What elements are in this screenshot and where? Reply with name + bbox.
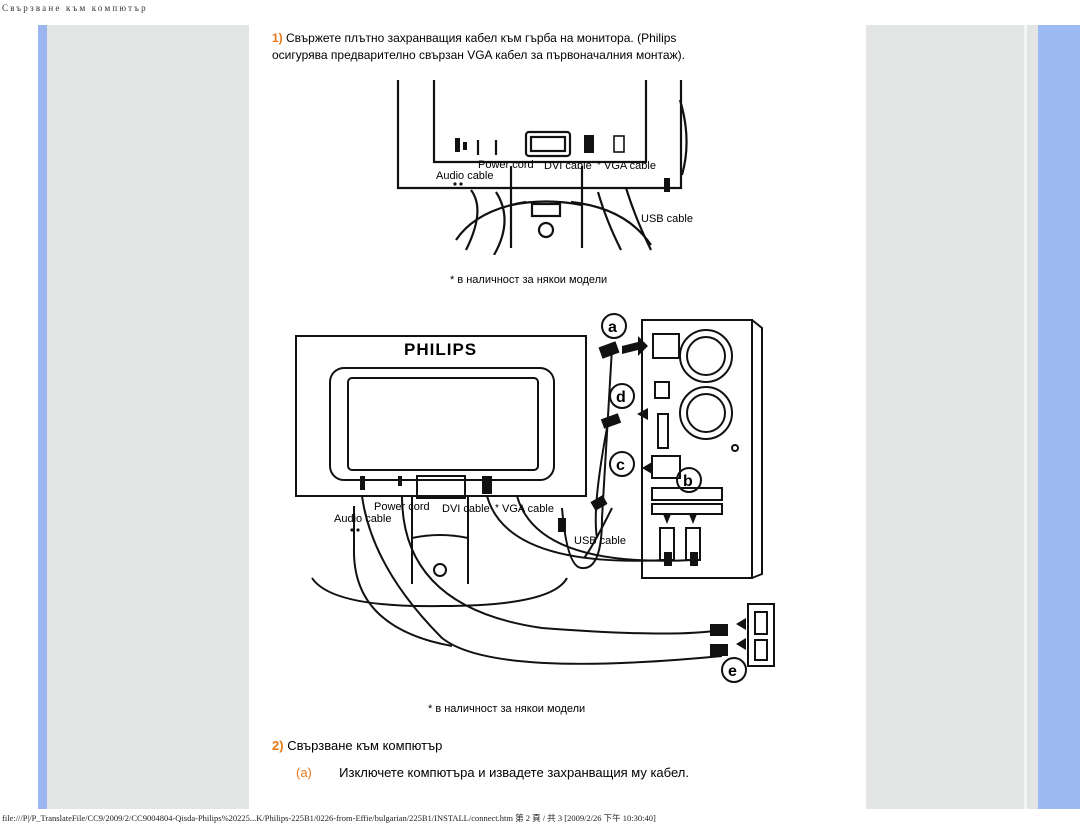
fig2-brand: PHILIPS xyxy=(404,340,477,359)
fig2-asterisk: * xyxy=(495,503,499,514)
fig2-label-usb: USB cable xyxy=(574,535,626,547)
left-blue-strip xyxy=(38,25,47,809)
step1-line1: 1) Свържете плътно захранващия кабел към… xyxy=(272,31,676,45)
substep-a: (a) Изключете компютъра и извадете захра… xyxy=(296,765,689,780)
footer-file-path: file:///P|/P_TranslateFile/CC9/2009/2/CC… xyxy=(2,813,656,823)
fig1-label-power: Power cord xyxy=(478,159,534,171)
step2-number: 2) xyxy=(272,738,284,753)
fig1-asterisk: * xyxy=(597,160,601,171)
right-gray-panel xyxy=(866,25,1038,809)
figure1-note: * в наличност за някои модели xyxy=(450,274,608,286)
fig1-label-vga: VGA cable xyxy=(604,160,656,172)
fig2-marker-a: a xyxy=(608,319,617,336)
step2-text: Свързване към компютър xyxy=(287,738,443,753)
figure2-connection-diagram: PHILIPS a d c b e Power cord Audio cable… xyxy=(295,313,775,683)
fig2-label-power: Power cord xyxy=(374,501,430,513)
page-header-title: Свързване към компютър xyxy=(2,3,148,13)
fig2-marker-c: c xyxy=(616,457,625,474)
fig2-label-audio: Audio cable xyxy=(334,513,392,525)
figure2-note: * в наличност за някои модели xyxy=(428,703,586,715)
fig1-label-audio: Audio cable xyxy=(436,170,494,182)
step1-text-line1: Свържете плътно захранващия кабел към гъ… xyxy=(286,31,677,45)
step1-text-line2: осигурява предварително свързан VGA кабе… xyxy=(272,48,685,62)
figure1-connectors-illustration: Power cord Audio cable DVI cable * VGA c… xyxy=(396,80,693,255)
left-gray-panel xyxy=(47,25,249,809)
fig2-label-vga: VGA cable xyxy=(502,503,554,515)
fig1-label-dvi: DVI cable xyxy=(544,160,592,172)
right-blue-strip xyxy=(1038,25,1080,809)
fig2-marker-b: b xyxy=(683,473,693,490)
right-divider xyxy=(1024,25,1027,809)
substep-a-text: Изключете компютъра и извадете захранващ… xyxy=(339,765,689,780)
step1-number: 1) xyxy=(272,31,283,45)
step2-heading: 2) Свързване към компютър xyxy=(272,738,442,753)
fig2-marker-d: d xyxy=(616,389,626,406)
fig2-label-dvi: DVI cable xyxy=(442,503,490,515)
fig1-label-usb: USB cable xyxy=(641,213,693,225)
fig2-marker-e: e xyxy=(728,663,737,680)
substep-a-marker: (a) xyxy=(296,765,312,780)
